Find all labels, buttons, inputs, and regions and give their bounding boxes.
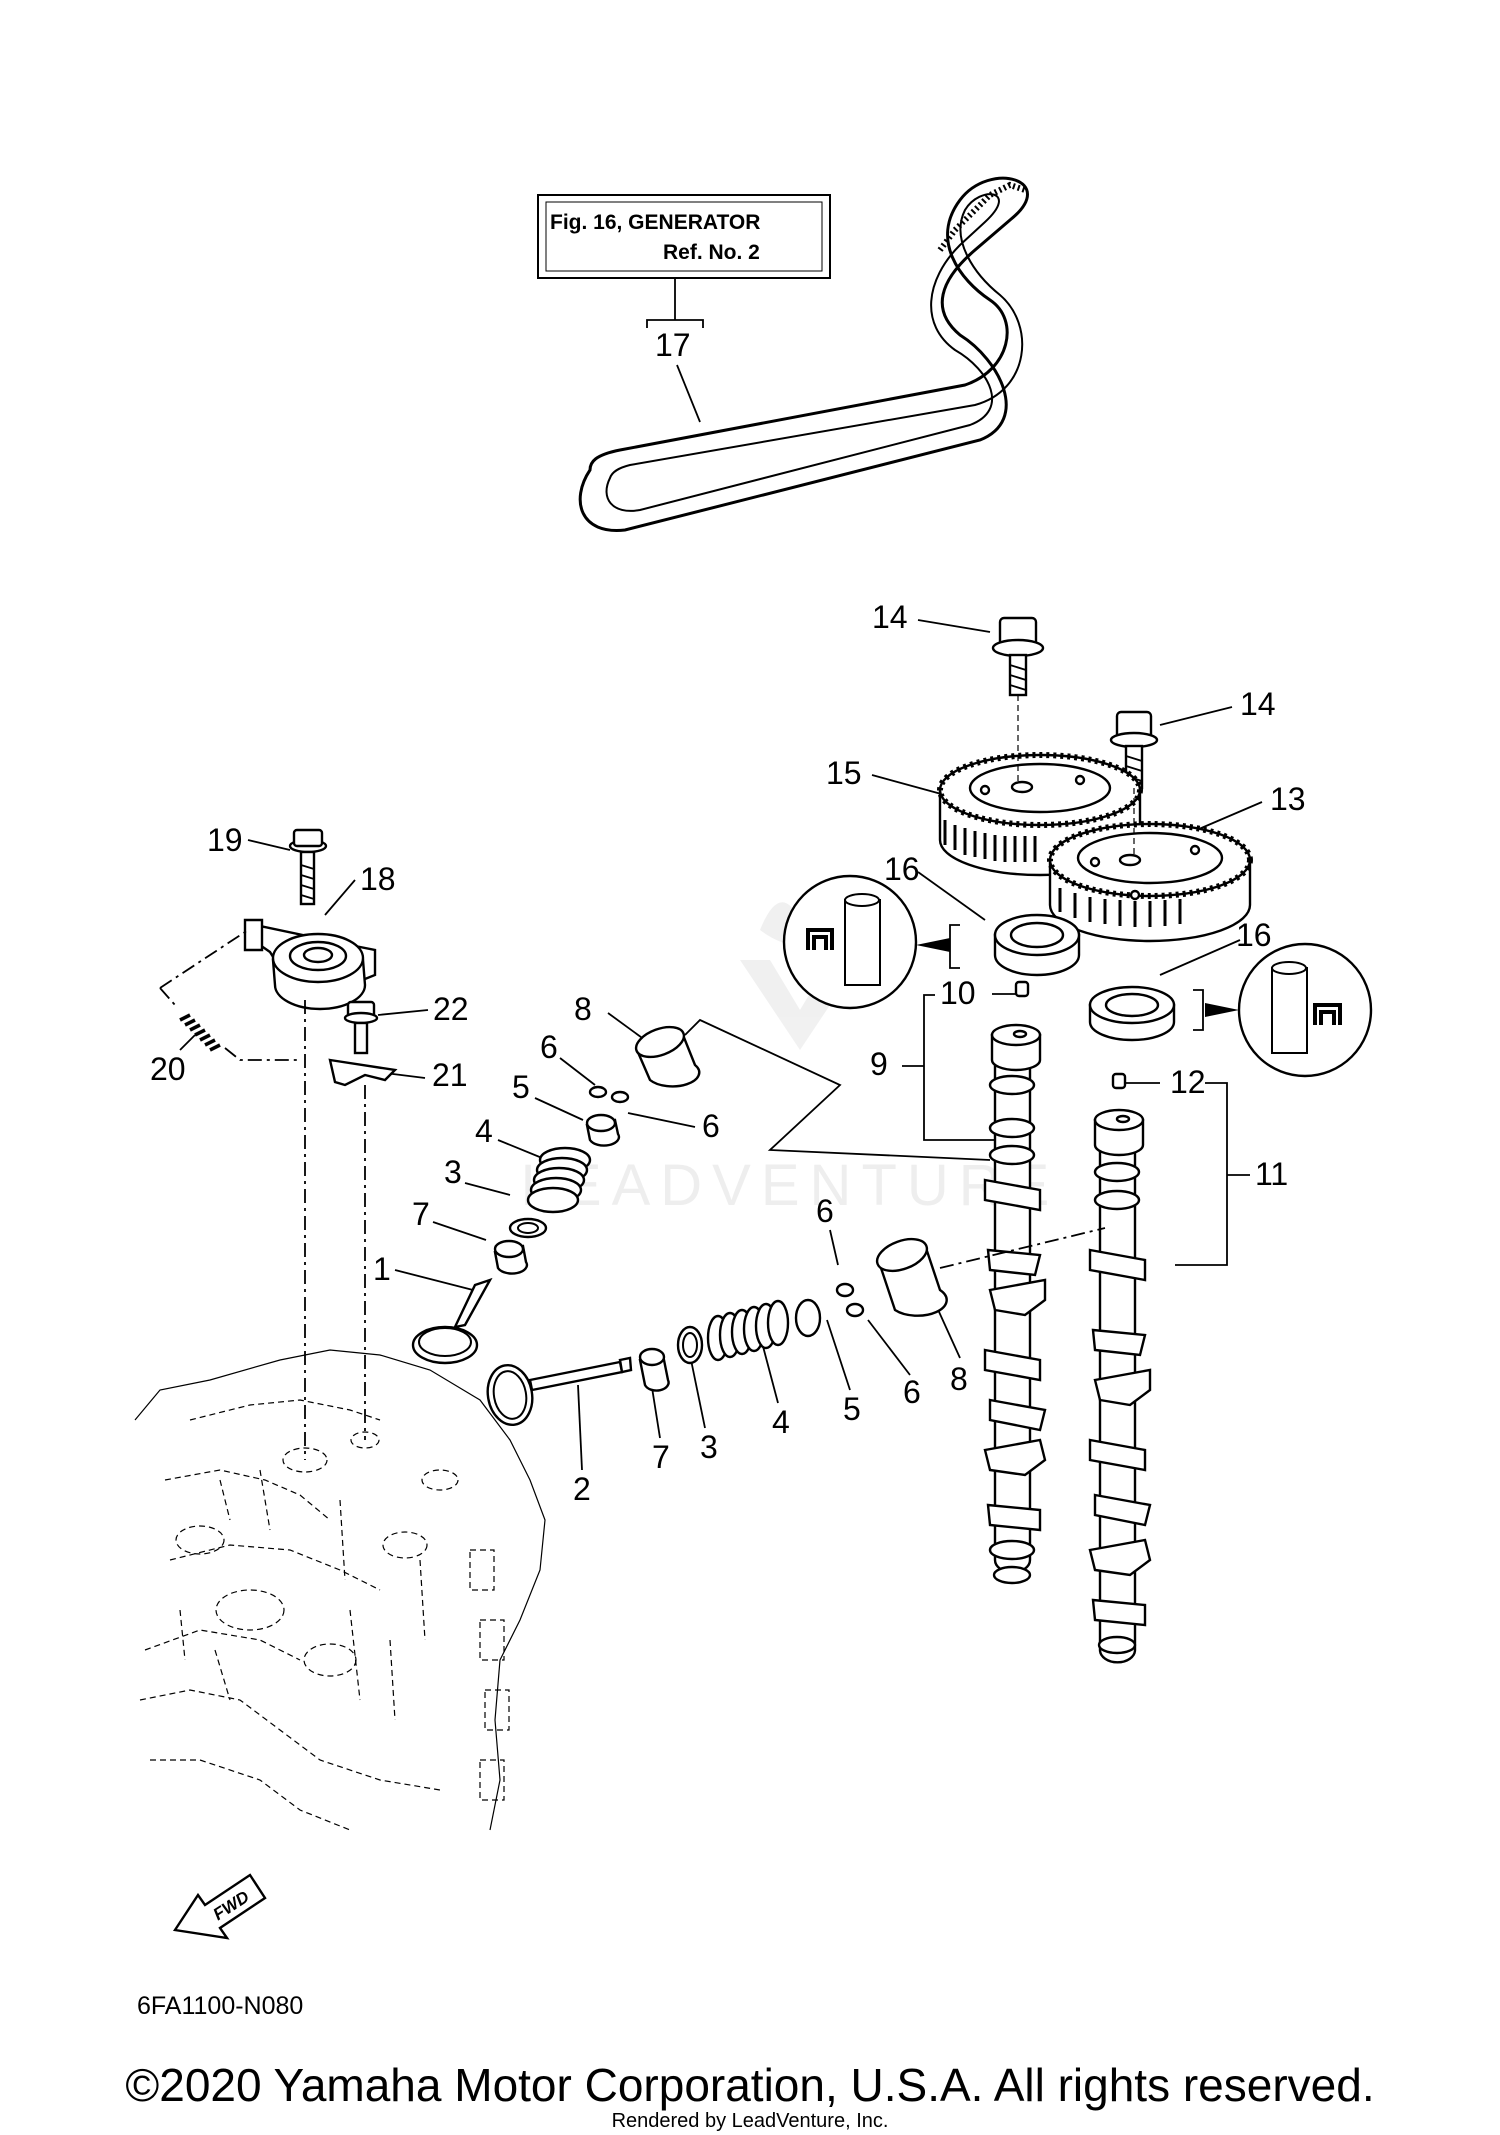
upper-valve-train (411, 1085, 630, 1365)
valve-spring-4-lower (706, 1299, 790, 1362)
callout-13: 13 (1270, 781, 1306, 817)
callout-19: 19 (207, 822, 243, 858)
callout-6a: 6 (540, 1029, 558, 1065)
callout-7b: 7 (652, 1439, 670, 1475)
valve-spring-4-upper (526, 1146, 592, 1214)
drawing-code: 6FA1100-N080 (137, 1992, 303, 2020)
rendered-by-notice: Rendered by LeadVenture, Inc. (611, 2110, 889, 2132)
spring-20 (179, 1013, 221, 1052)
callout-8b: 8 (950, 1361, 968, 1397)
callout-7a: 7 (412, 1196, 430, 1232)
oil-seal-16-right (1088, 985, 1204, 1042)
reference-box-line1: Fig. 16, GENERATOR (550, 211, 760, 234)
tensioner-pulley-18 (243, 918, 377, 1011)
camshaft-9 (983, 980, 1047, 1585)
bolt-22 (343, 1000, 379, 1055)
callout-18: 18 (360, 861, 396, 897)
timing-belt (578, 176, 1029, 532)
cam-sprocket-13 (1047, 821, 1253, 943)
reference-box: Fig. 16, GENERATOR Ref. No. 2 (537, 194, 831, 328)
callout-5b: 5 (843, 1391, 861, 1427)
callout-1: 1 (373, 1251, 391, 1287)
bolt-19 (288, 828, 328, 906)
copyright-notice: ©2020 Yamaha Motor Corporation, U.S.A. A… (125, 2059, 1375, 2111)
leader-lines (179, 619, 1263, 1471)
callout-3a: 3 (444, 1154, 462, 1190)
callout-4b: 4 (772, 1404, 790, 1440)
grease-symbol-right (1205, 942, 1373, 1078)
callout-16b: 16 (1236, 917, 1272, 953)
valve-lifter-8-lower (875, 1237, 948, 1317)
callout-16a: 16 (884, 851, 920, 887)
callout-9: 9 (870, 1046, 888, 1082)
bolt-14-top (991, 616, 1045, 697)
callout-3b: 3 (700, 1429, 718, 1465)
callout-6d: 6 (903, 1374, 921, 1410)
tensioner-assembly (159, 828, 398, 1460)
reference-box-line2: Ref. No. 2 (663, 241, 760, 264)
callout-15: 15 (826, 755, 862, 791)
callout-11: 11 (1255, 1156, 1288, 1192)
callout-20: 20 (150, 1051, 186, 1087)
callout-labels: 17 14 14 15 13 16 16 10 9 12 11 19 18 22… (150, 327, 1306, 1507)
callout-2: 2 (573, 1471, 591, 1507)
cylinder-head (134, 1349, 546, 1831)
lower-valve-train (486, 1227, 1106, 1426)
callout-22: 22 (433, 991, 469, 1027)
callout-5a: 5 (512, 1069, 530, 1105)
callout-8a: 8 (574, 991, 592, 1027)
callout-17: 17 (655, 327, 691, 363)
callout-6c: 6 (816, 1193, 834, 1229)
callout-14a: 14 (872, 599, 908, 635)
callout-14b: 14 (1240, 686, 1276, 722)
valve-1 (411, 1277, 493, 1365)
watermark-text: LEADVENTURE (521, 1153, 1060, 1218)
callout-21: 21 (432, 1057, 468, 1093)
valve-2 (486, 1356, 633, 1426)
callout-10: 10 (940, 975, 976, 1011)
callout-6b: 6 (702, 1108, 720, 1144)
callout-4a: 4 (475, 1113, 493, 1149)
oil-seal-16-left (949, 913, 1081, 977)
callout-12: 12 (1170, 1064, 1206, 1100)
bracket-21 (328, 1058, 398, 1087)
fwd-arrow-icon: FWD (172, 1873, 267, 1940)
valve-lifter-8-upper (634, 1018, 991, 1161)
grease-symbol-left (782, 874, 950, 1010)
camshaft-11 (1088, 1072, 1152, 1664)
